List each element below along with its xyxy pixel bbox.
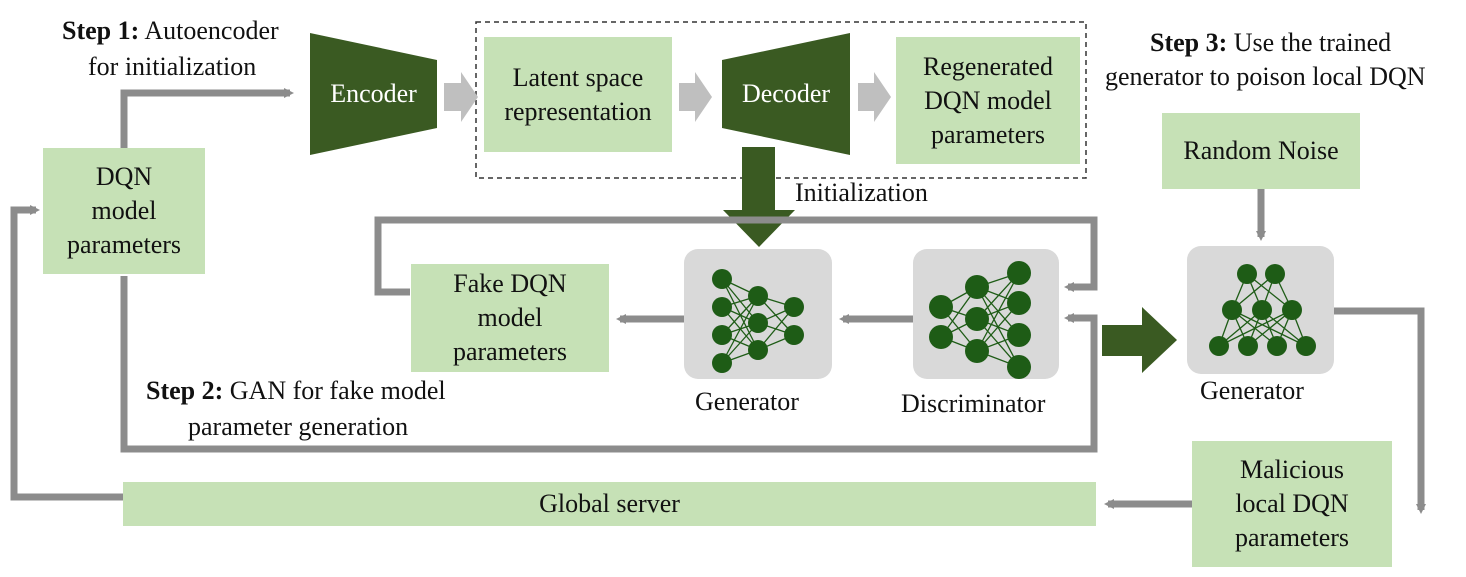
random-noise-box: Random Noise <box>1162 113 1360 189</box>
latent-space-box: Latent space representation <box>484 37 672 152</box>
step3-label-line2: generator to poison local DQN <box>1105 62 1426 91</box>
fake-line-2: model <box>477 303 543 332</box>
arrow-dqn-to-discriminator <box>120 276 1098 453</box>
regenerated-line-2: DQN model <box>924 85 1052 115</box>
encoder-shape <box>310 33 437 155</box>
dqn-line-2: model <box>91 196 157 225</box>
block-arrow-encoder-to-latent <box>444 72 478 122</box>
discriminator-label: Discriminator <box>901 389 1046 418</box>
gan-generator-label: Generator <box>695 387 799 416</box>
decoder-shape <box>722 33 850 155</box>
step2-label: Step 2: GAN for fake model <box>146 376 446 405</box>
transfer-arrow <box>1102 307 1177 373</box>
dqn-params-box: DQN model parameters <box>43 148 205 274</box>
initialization-label: Initialization <box>795 178 928 207</box>
poison-generator-panel <box>1187 246 1334 374</box>
step1-label: Step 1: Autoencoder <box>62 16 279 45</box>
poison-generator-label: Generator <box>1200 376 1304 405</box>
arrow-dqn-to-encoder <box>120 88 294 150</box>
discriminator-network-icon <box>929 261 1031 379</box>
global-server-box: Global server <box>123 482 1096 526</box>
decoder-label: Decoder <box>741 79 831 108</box>
dqn-line-1: DQN <box>95 162 153 191</box>
step3-label: Step 3: Use the trained <box>1150 28 1392 57</box>
malicious-line-2: local DQN <box>1235 489 1349 518</box>
dqn-line-3: parameters <box>66 230 182 259</box>
fake-dqn-box: Fake DQN model parameters <box>411 264 609 372</box>
encoder-label: Encoder <box>330 79 417 108</box>
arrow-global-to-dqn <box>10 205 124 501</box>
regenerated-line-1: Regenerated <box>923 51 1053 81</box>
block-arrow-latent-to-decoder <box>679 72 712 122</box>
block-arrow-decoder-to-regenerated <box>858 72 891 122</box>
malicious-line-1: Malicious <box>1239 455 1344 484</box>
fake-line-3: parameters <box>452 337 568 366</box>
latent-line-2: representation <box>504 96 652 126</box>
autoencoder-dashed-region <box>475 21 1087 179</box>
gan-generator-network-icon <box>712 269 804 373</box>
arrow-fake-to-discriminator <box>374 216 1098 296</box>
step1-label-line2: for initialization <box>88 52 257 81</box>
fake-line-1: Fake DQN <box>453 269 567 298</box>
discriminator-panel <box>913 249 1059 379</box>
latent-line-1: Latent space <box>512 62 644 92</box>
initialization-arrow <box>723 147 795 247</box>
arrow-generator-to-malicious <box>1334 307 1426 514</box>
step2-label-line2: parameter generation <box>188 412 409 441</box>
malicious-line-3: parameters <box>1234 523 1350 552</box>
gan-generator-panel <box>684 249 832 379</box>
regenerated-line-3: parameters <box>930 119 1046 149</box>
malicious-box: Malicious local DQN parameters <box>1192 441 1392 567</box>
poison-generator-network-icon <box>1209 264 1316 356</box>
